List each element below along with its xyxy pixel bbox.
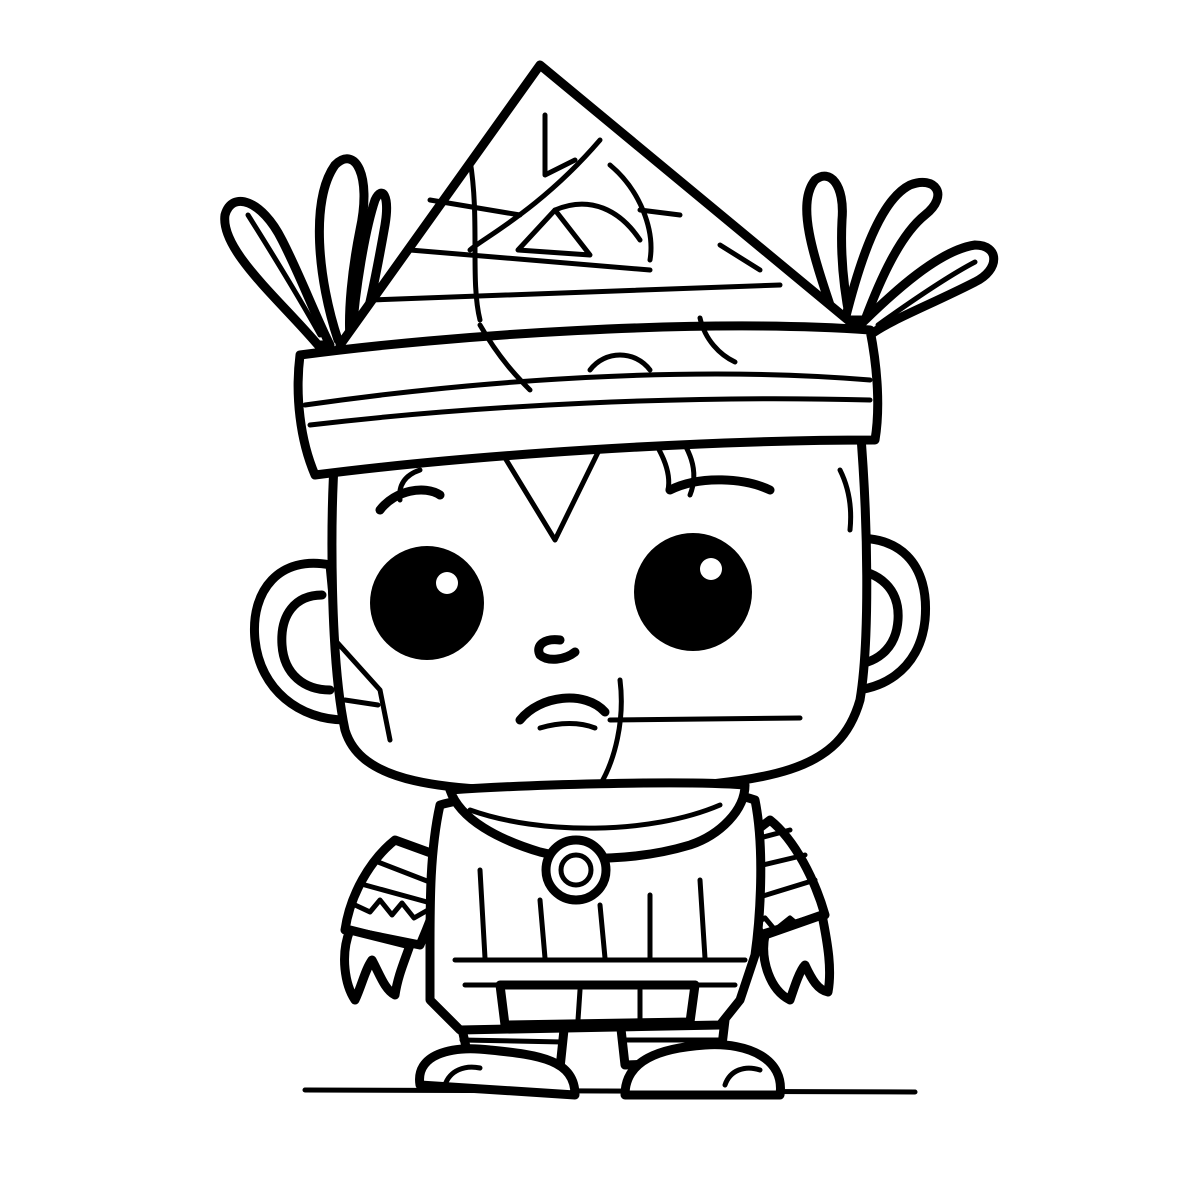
- right-eyebrow: [665, 475, 775, 495]
- ground-line: [302, 1087, 918, 1095]
- medallion: [541, 835, 611, 905]
- tunic-details: [452, 867, 748, 1030]
- right-foot: [620, 1040, 785, 1100]
- left-hand: [340, 925, 415, 1005]
- left-foot: [415, 1044, 580, 1100]
- left-feathers: [220, 154, 392, 350]
- right-eye: [634, 533, 752, 651]
- mouth: [515, 693, 610, 725]
- scarf-collar: [445, 778, 750, 863]
- right-hand: [759, 910, 835, 1005]
- right-feathers: [802, 171, 999, 340]
- left-ear: [249, 558, 350, 725]
- nose: [534, 635, 580, 664]
- hat-details: [367, 112, 783, 323]
- left-eye: [370, 546, 484, 660]
- left-eyebrow: [375, 485, 445, 515]
- headband-stripes: [302, 315, 873, 428]
